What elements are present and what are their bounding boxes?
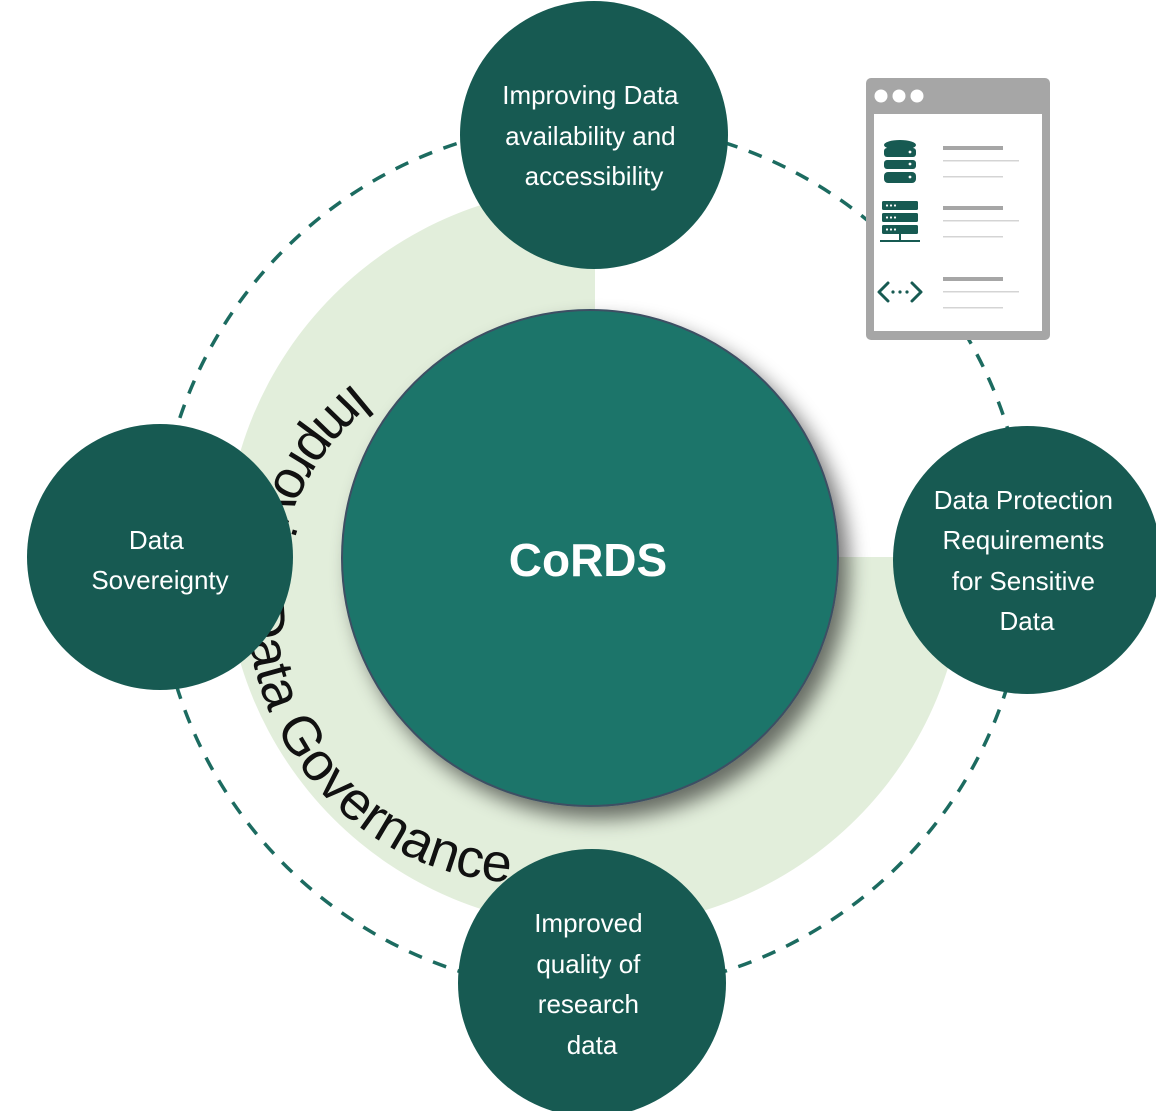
node-left-circle [27,424,293,690]
node-top-line: availability and [505,121,676,151]
node-left-line: Sovereignty [91,565,228,595]
node-right-line: Data Protection [934,485,1113,515]
database-icon [884,140,916,183]
content-line [943,236,1003,238]
node-right-label: Data Protection Requirements for Sensiti… [934,485,1120,636]
node-left: Data Sovereignty [27,424,293,690]
content-line [943,160,1019,162]
node-bottom: Improved quality of research data [458,849,726,1111]
node-left-label: Data Sovereignty [91,525,228,595]
node-right-circle [893,426,1156,694]
browser-window-icon [866,78,1050,340]
content-line [943,220,1019,222]
center-label: CoRDS [509,534,667,586]
node-right-line: Requirements [942,525,1104,555]
content-line [943,291,1019,293]
node-bottom-circle [458,849,726,1111]
node-left-line: Data [129,525,184,555]
node-right: Data Protection Requirements for Sensiti… [893,426,1156,694]
center-circle [341,309,839,807]
node-top-circle [460,1,728,269]
browser-dot-icon [910,89,924,103]
node-right-line: Data [1000,606,1055,636]
content-line [943,176,1003,178]
node-bottom-line: Improved [534,908,642,938]
node-bottom-line: data [567,1030,618,1060]
node-right-line: for Sensitive [952,566,1095,596]
node-top-line: accessibility [525,161,664,191]
server-icon [880,201,920,242]
node-bottom-line: quality of [536,949,641,979]
content-line [943,307,1003,309]
content-line [943,206,1003,210]
node-top: Improving Data availability and accessib… [460,1,728,269]
browser-dot-icon [892,89,906,103]
content-line [943,146,1003,150]
node-bottom-label: Improved quality of research data [534,908,650,1060]
content-line [943,277,1003,281]
code-arrows-icon [877,281,923,303]
node-top-line: Improving Data [502,80,679,110]
node-bottom-line: research [538,989,639,1019]
node-top-label: Improving Data availability and accessib… [502,80,686,191]
browser-dot-icon [874,89,888,103]
